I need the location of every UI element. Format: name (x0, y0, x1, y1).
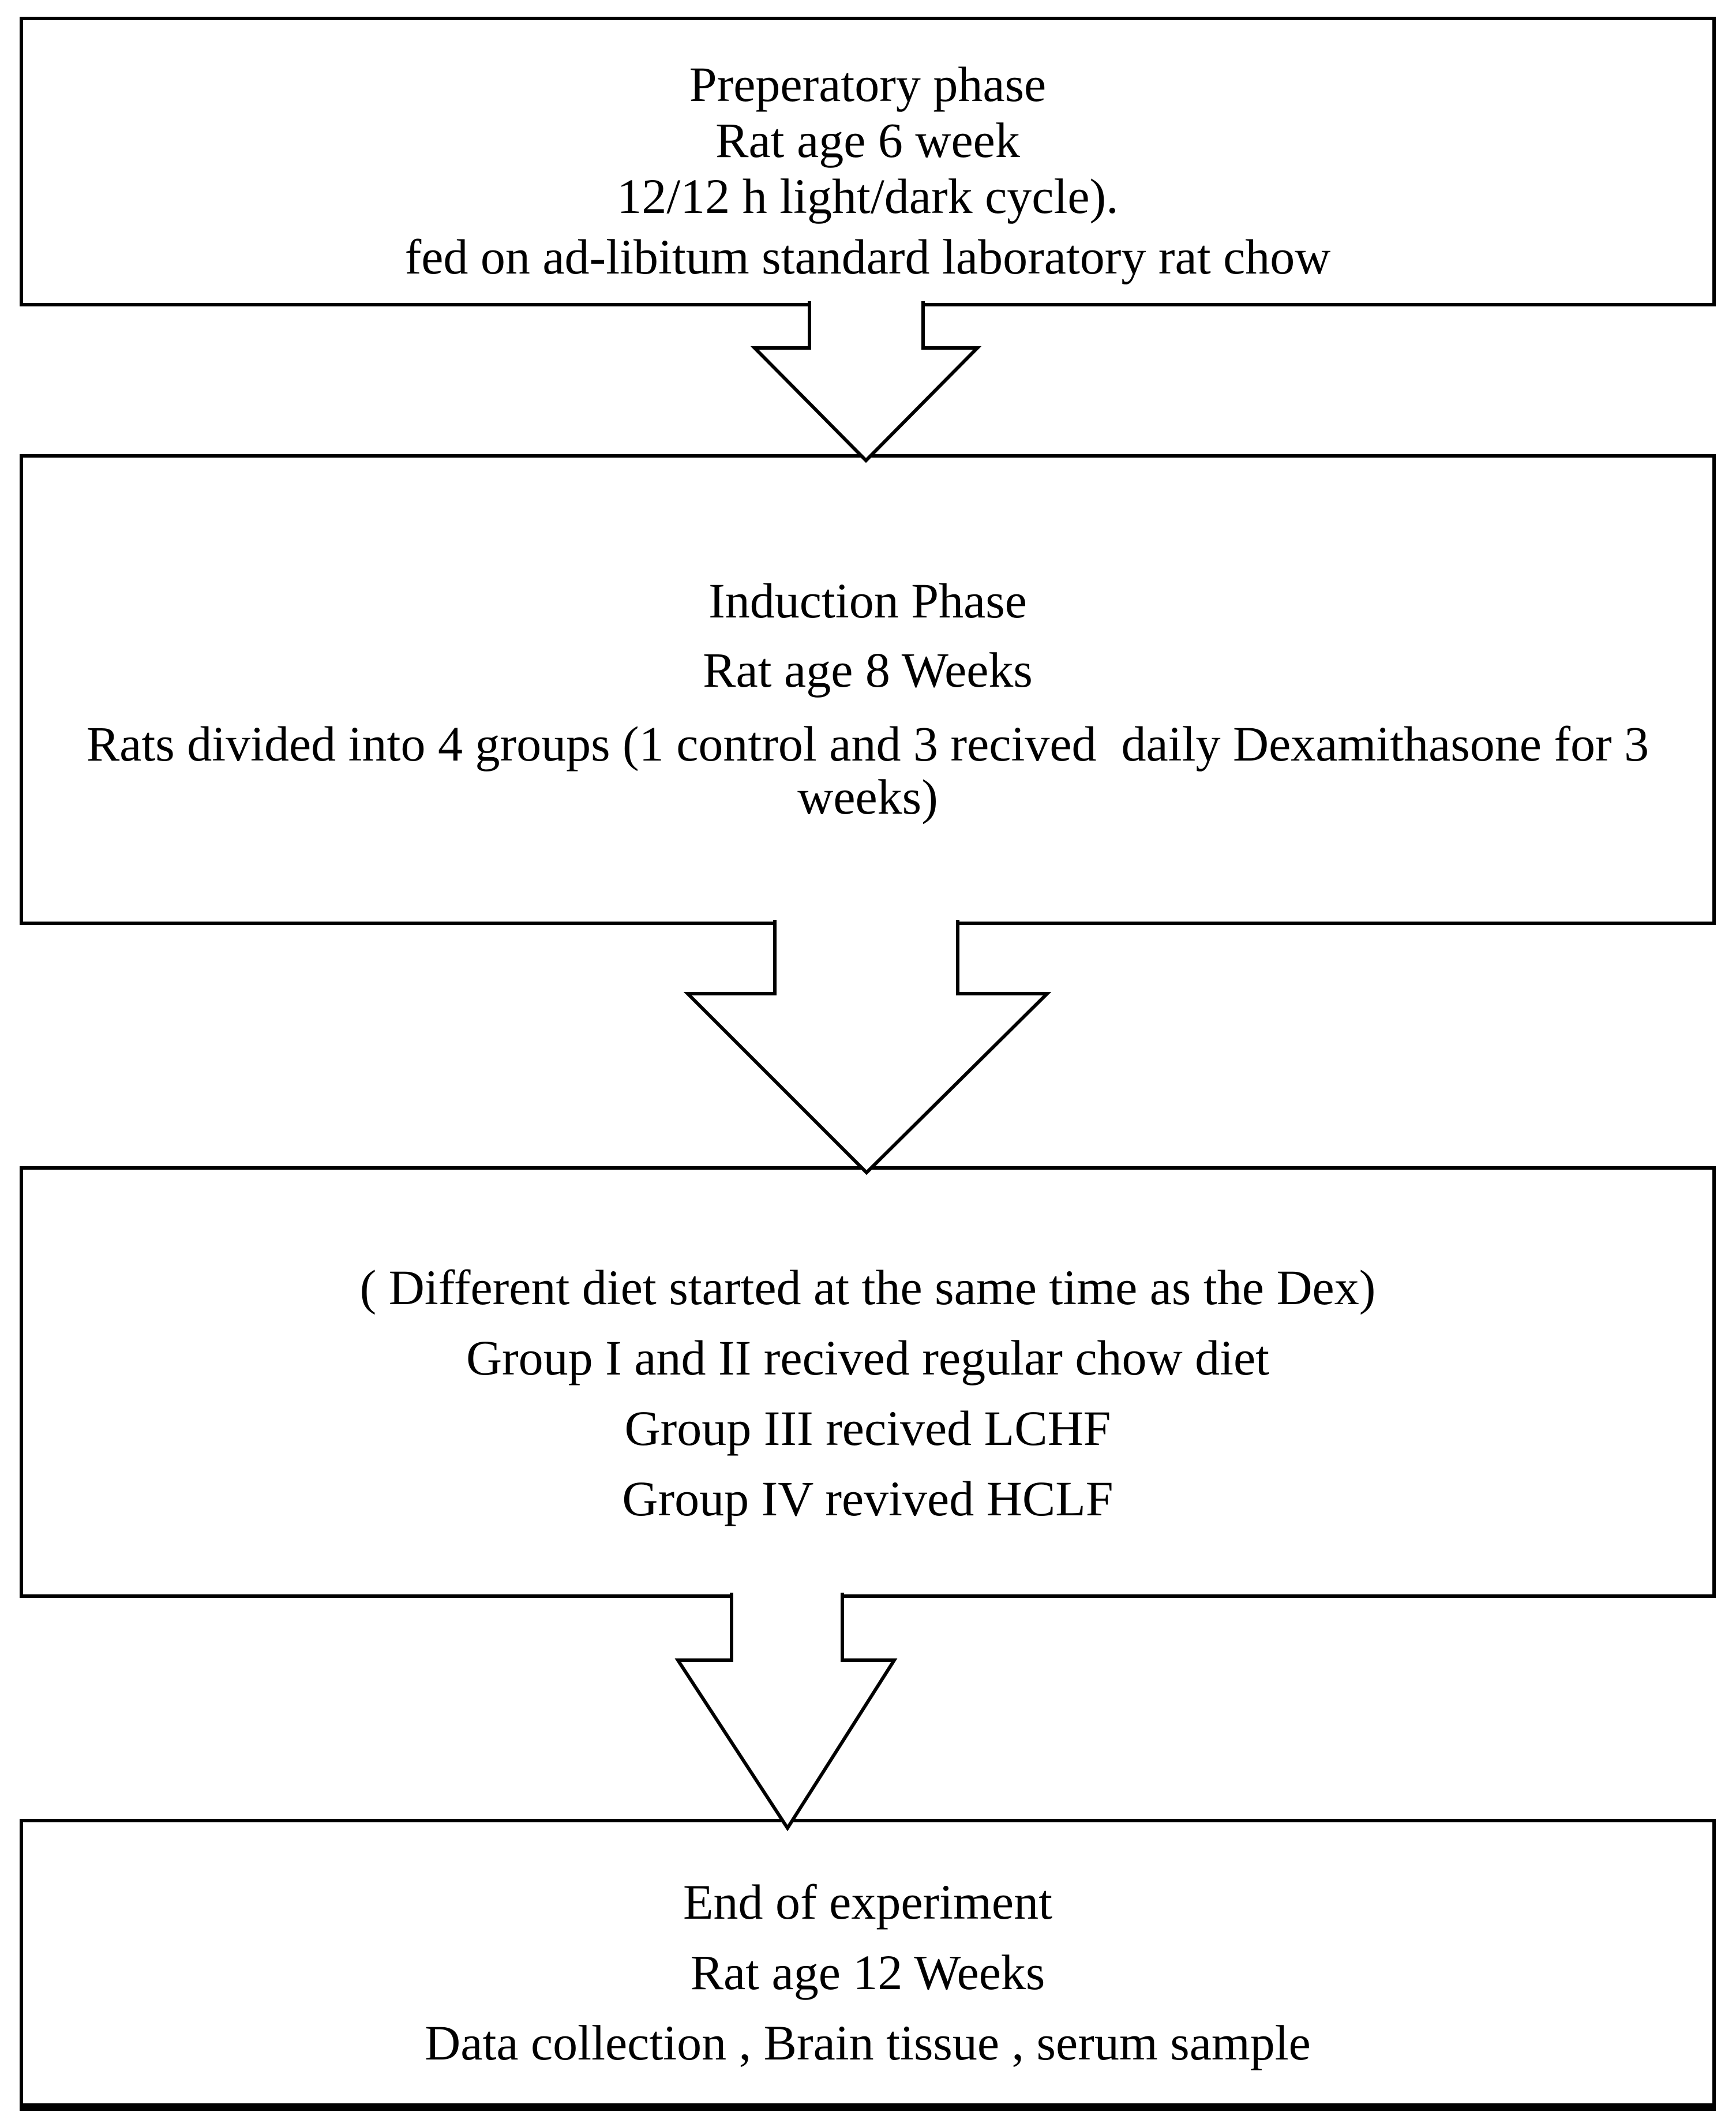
phase-detail: weeks) (797, 769, 938, 825)
phase-detail: fed on ad-libitum standard laboratory ra… (404, 229, 1331, 284)
phase-title: ( Different diet started at the same tim… (359, 1260, 1376, 1315)
phase-title: Induction Phase (708, 573, 1027, 628)
phase-detail: 12/12 h light/dark cycle). (617, 168, 1119, 224)
down-arrow-icon (683, 920, 1052, 1175)
phase-box-end: End of experiment Rat age 12 Weeks Data … (20, 1819, 1716, 2111)
phase-box-induction: Induction Phase Rat age 8 Weeks Rats div… (20, 454, 1716, 925)
phase-detail: Rats divided into 4 groups (1 control an… (86, 716, 1649, 772)
phase-title: Preperatory phase (689, 57, 1047, 112)
phase-detail: Group I and II recived regular chow diet (466, 1330, 1270, 1385)
phase-box-diet: ( Different diet started at the same tim… (20, 1166, 1716, 1598)
phase-detail: Data collection , Brain tissue , serum s… (425, 2015, 1311, 2070)
phase-detail: Group III recived LCHF (624, 1400, 1111, 1456)
phase-detail: Rat age 6 week (715, 113, 1020, 168)
down-arrow-icon (674, 1593, 898, 1832)
down-arrow-icon (750, 301, 982, 463)
phase-title: End of experiment (683, 1874, 1052, 1930)
phase-box-preparatory: Preperatory phase Rat age 6 week 12/12 h… (20, 17, 1716, 306)
phase-detail: Rat age 12 Weeks (690, 1945, 1045, 2000)
phase-detail: Group IV revived HCLF (622, 1471, 1113, 1526)
phase-detail: Rat age 8 Weeks (703, 642, 1033, 698)
